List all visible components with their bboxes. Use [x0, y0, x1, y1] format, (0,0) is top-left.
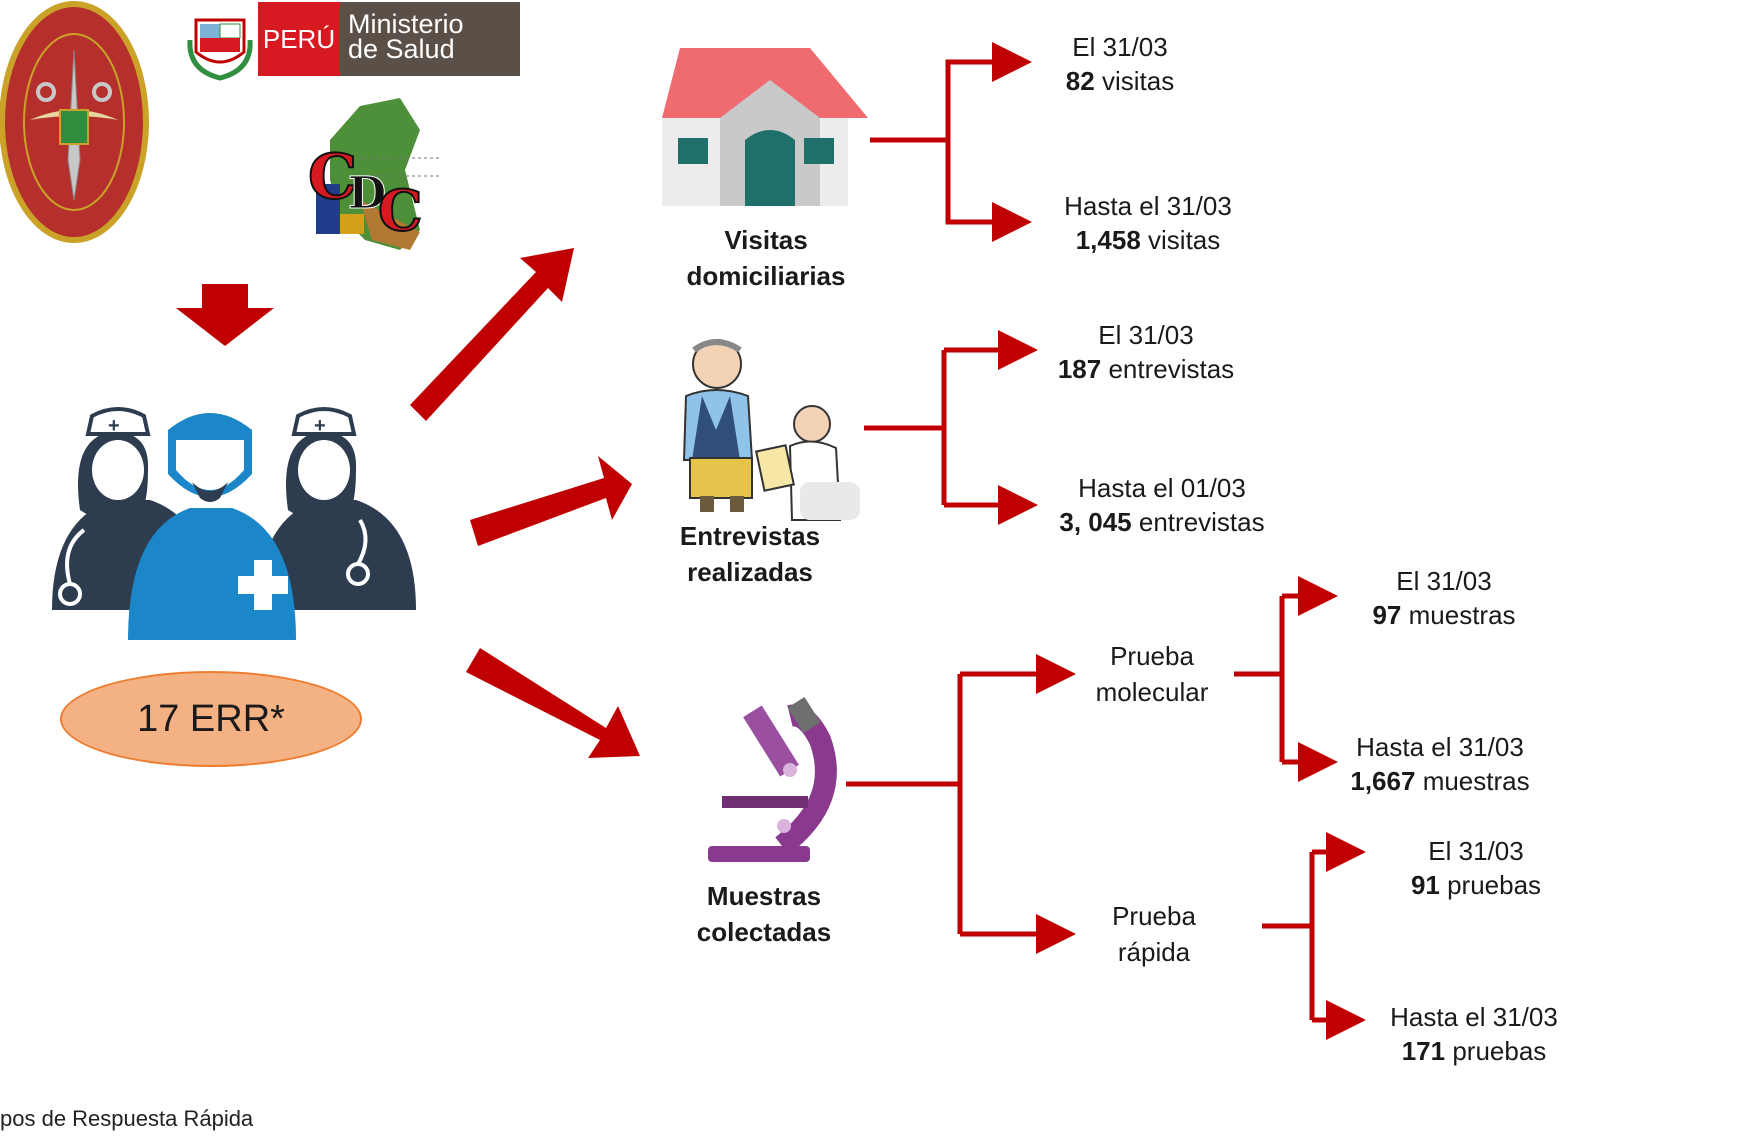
house-icon [662, 48, 868, 206]
molecular-day-value: 97 [1372, 600, 1402, 630]
svg-text:C: C [378, 178, 423, 244]
entrevistas-total-unit: entrevistas [1138, 507, 1265, 537]
entrevistas-day-unit: entrevistas [1108, 354, 1235, 384]
molecular-total-unit: muestras [1422, 766, 1530, 796]
rapida-total-value: 171 [1401, 1036, 1446, 1066]
interview-icon [682, 339, 860, 521]
svg-text:+: + [314, 415, 326, 437]
rapida-day-stat: El 31/03 91 pruebas [1346, 834, 1606, 902]
molecular-total-stat: Hasta el 31/03 1,667 muestras [1310, 730, 1570, 798]
molecular-connector [1234, 576, 1338, 782]
visitas-day-date: El 31/03 [1072, 32, 1168, 62]
visitas-total-stat: Hasta el 31/03 1,458 visitas [1018, 189, 1278, 257]
visitas-day-unit: visitas [1101, 66, 1175, 96]
molecular-day-date: El 31/03 [1396, 566, 1492, 596]
rapida-total-stat: Hasta el 31/03 171 pruebas [1344, 1000, 1604, 1068]
arrow-to-visitas [410, 248, 574, 421]
entrevistas-day-date: El 31/03 [1098, 320, 1194, 350]
minsa-country: PERÚ [258, 2, 340, 76]
rapida-day-value: 91 [1410, 870, 1440, 900]
molecular-total-value: 1,667 [1350, 766, 1416, 796]
visitas-label-line2: domiciliarias [686, 261, 846, 291]
visitas-total-value: 1,458 [1075, 225, 1141, 255]
entrevistas-label: Entrevistas realizadas [630, 518, 870, 590]
molecular-total-date: Hasta el 31/03 [1356, 732, 1524, 762]
molecular-label-line2: molecular [1095, 677, 1209, 707]
entrevistas-label-line2: realizadas [687, 557, 813, 587]
visitas-day-stat: El 31/03 82 visitas [990, 30, 1250, 98]
cdc-logo-icon: C D C [307, 98, 440, 250]
molecular-label: Prueba molecular [1052, 638, 1252, 710]
rapida-day-date: El 31/03 [1428, 836, 1524, 866]
microscope-icon [708, 696, 837, 862]
visitas-day-value: 82 [1065, 66, 1095, 96]
rapida-label-line1: Prueba [1112, 901, 1196, 931]
entrevistas-total-date: Hasta el 01/03 [1078, 473, 1246, 503]
svg-text:C: C [308, 140, 357, 213]
minsa-name-line1: Ministerio [348, 9, 464, 39]
visitas-label: Visitas domiciliarias [646, 222, 886, 294]
rapida-label-line2: rápida [1117, 937, 1191, 967]
rapida-total-date: Hasta el 31/03 [1390, 1002, 1558, 1032]
molecular-day-unit: muestras [1408, 600, 1516, 630]
muestras-connector [846, 654, 1076, 954]
rapida-connector [1262, 832, 1366, 1040]
team-count-badge: 17 ERR* [60, 671, 362, 767]
entrevistas-day-value: 187 [1057, 354, 1102, 384]
entrevistas-total-value: 3, 045 [1059, 507, 1132, 537]
rapida-day-unit: pruebas [1447, 870, 1542, 900]
molecular-day-stat: El 31/03 97 muestras [1314, 564, 1574, 632]
entrevistas-label-line1: Entrevistas [679, 521, 821, 551]
arrow-to-entrevistas [470, 456, 632, 546]
visitas-total-unit: visitas [1148, 225, 1221, 255]
entrevistas-connector [864, 330, 1038, 525]
rapida-label: Prueba rápida [1054, 898, 1254, 970]
visitas-total-date: Hasta el 31/03 [1064, 191, 1232, 221]
footnote: pos de Respuesta Rápida [0, 1106, 254, 1131]
arrow-to-muestras [466, 648, 640, 758]
muestras-label-line2: colectadas [696, 917, 832, 947]
team-count-label: 17 ERR* [137, 697, 285, 740]
svg-text:D: D [348, 168, 386, 219]
down-arrow-icon [176, 284, 274, 346]
minsa-name-line2: de Salud [348, 34, 455, 64]
visitas-label-line1: Visitas [724, 225, 808, 255]
medical-team-icon: + + [52, 407, 416, 640]
peru-crest-icon [187, 18, 253, 81]
entrevistas-day-stat: El 31/03 187 entrevistas [1016, 318, 1276, 386]
visitas-connector [870, 42, 1032, 242]
molecular-label-line1: Prueba [1110, 641, 1194, 671]
rapida-total-unit: pruebas [1452, 1036, 1547, 1066]
minsa-logo: PERÚ Ministerio de Salud [258, 2, 520, 76]
shield-seal-icon [0, 1, 149, 243]
svg-text:+: + [108, 415, 120, 437]
minsa-name: Ministerio de Salud [340, 2, 520, 76]
entrevistas-total-stat: Hasta el 01/03 3, 045 entrevistas [1032, 471, 1292, 539]
muestras-label: Muestras colectadas [644, 878, 884, 950]
muestras-label-line1: Muestras [706, 881, 822, 911]
